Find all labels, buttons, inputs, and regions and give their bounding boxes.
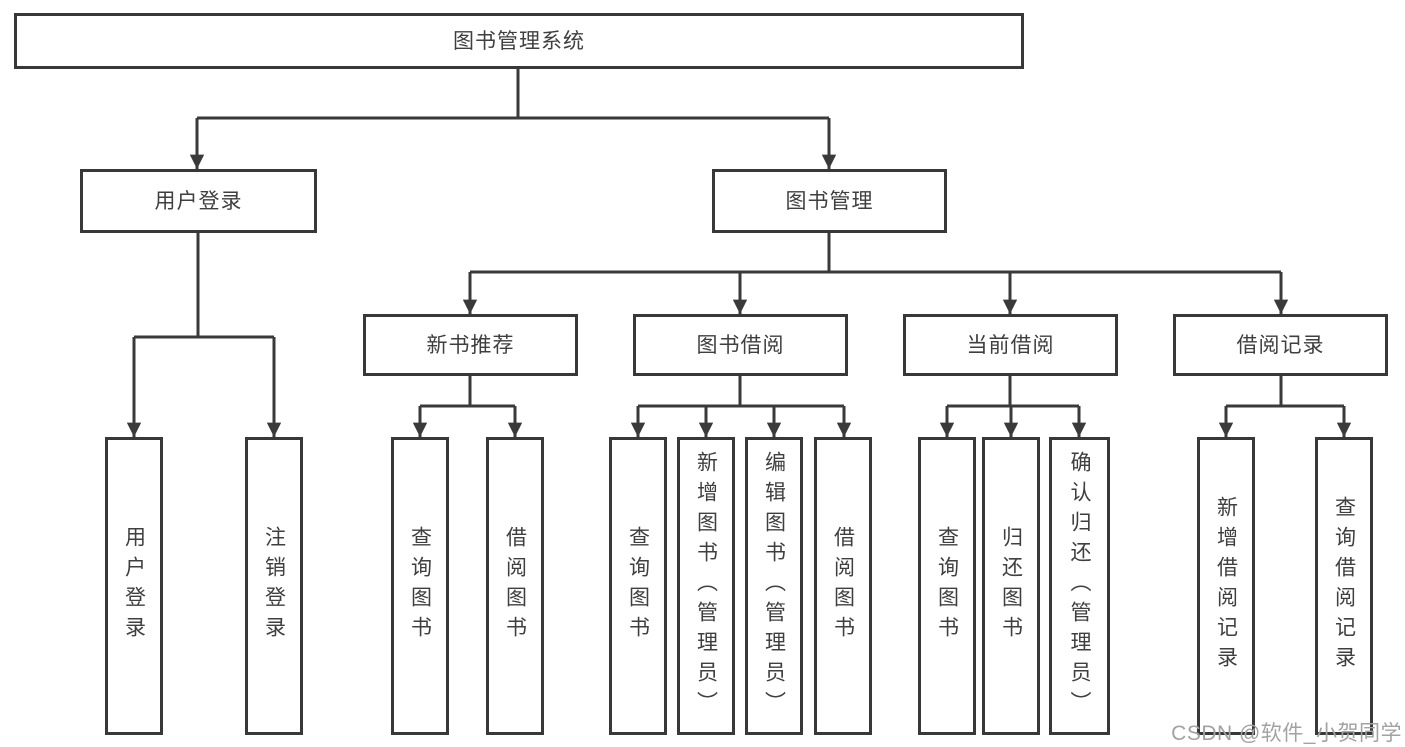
node-leaf-query-book: 查询图书 [391,437,449,735]
node-book-borrow: 图书借阅 [633,314,848,376]
node-leaf-return-book-label: 归还图书 [999,526,1023,646]
node-leaf-logout-label: 注销登录 [262,526,286,646]
node-leaf-logout: 注销登录 [245,437,303,735]
node-new-book-recommend: 新书推荐 [363,314,578,376]
node-leaf-borrow-book-label: 借阅图书 [503,526,527,646]
node-leaf-query-book: 查询图书 [609,437,667,735]
node-leaf-confirm-return-admin: 确认归还（管理员） [1049,437,1110,735]
node-user-login: 用户登录 [80,169,317,233]
node-current-borrow: 当前借阅 [903,314,1118,376]
node-book-management: 图书管理 [712,169,947,233]
node-leaf-borrow-book-label: 借阅图书 [831,526,855,646]
node-leaf-user-login-label: 用户登录 [122,526,146,646]
node-leaf-query-book-label: 查询图书 [626,526,650,646]
node-leaf-query-borrow-record: 查询借阅记录 [1315,437,1373,735]
node-leaf-add-borrow-record: 新增借阅记录 [1197,437,1255,735]
node-leaf-return-book: 归还图书 [982,437,1040,735]
node-root: 图书管理系统 [14,13,1024,69]
node-leaf-query-borrow-record-label: 查询借阅记录 [1332,496,1356,676]
node-borrow-record-label: 借阅记录 [1236,333,1325,357]
node-leaf-add-book-admin-label: 新增图书（管理员） [694,451,718,721]
node-leaf-query-book: 查询图书 [918,437,976,735]
node-leaf-borrow-book: 借阅图书 [486,437,544,735]
node-leaf-user-login: 用户登录 [105,437,163,735]
node-borrow-record: 借阅记录 [1173,314,1388,376]
node-leaf-edit-book-admin-label: 编辑图书（管理员） [762,451,786,721]
node-leaf-query-book-label: 查询图书 [935,526,959,646]
node-leaf-borrow-book: 借阅图书 [814,437,872,735]
node-book-management-label: 图书管理 [785,189,874,213]
node-leaf-add-book-admin: 新增图书（管理员） [677,437,735,735]
node-new-book-recommend-label: 新书推荐 [426,333,515,357]
node-leaf-query-book-label: 查询图书 [408,526,432,646]
node-book-borrow-label: 图书借阅 [696,333,785,357]
node-leaf-add-borrow-record-label: 新增借阅记录 [1214,496,1238,676]
node-root-label: 图书管理系统 [453,29,585,53]
node-leaf-edit-book-admin: 编辑图书（管理员） [745,437,803,735]
watermark: CSDN @软件_小贺同学 [1171,722,1402,745]
node-current-borrow-label: 当前借阅 [966,333,1055,357]
node-user-login-label: 用户登录 [154,189,243,213]
node-leaf-confirm-return-admin-label: 确认归还（管理员） [1068,451,1091,721]
